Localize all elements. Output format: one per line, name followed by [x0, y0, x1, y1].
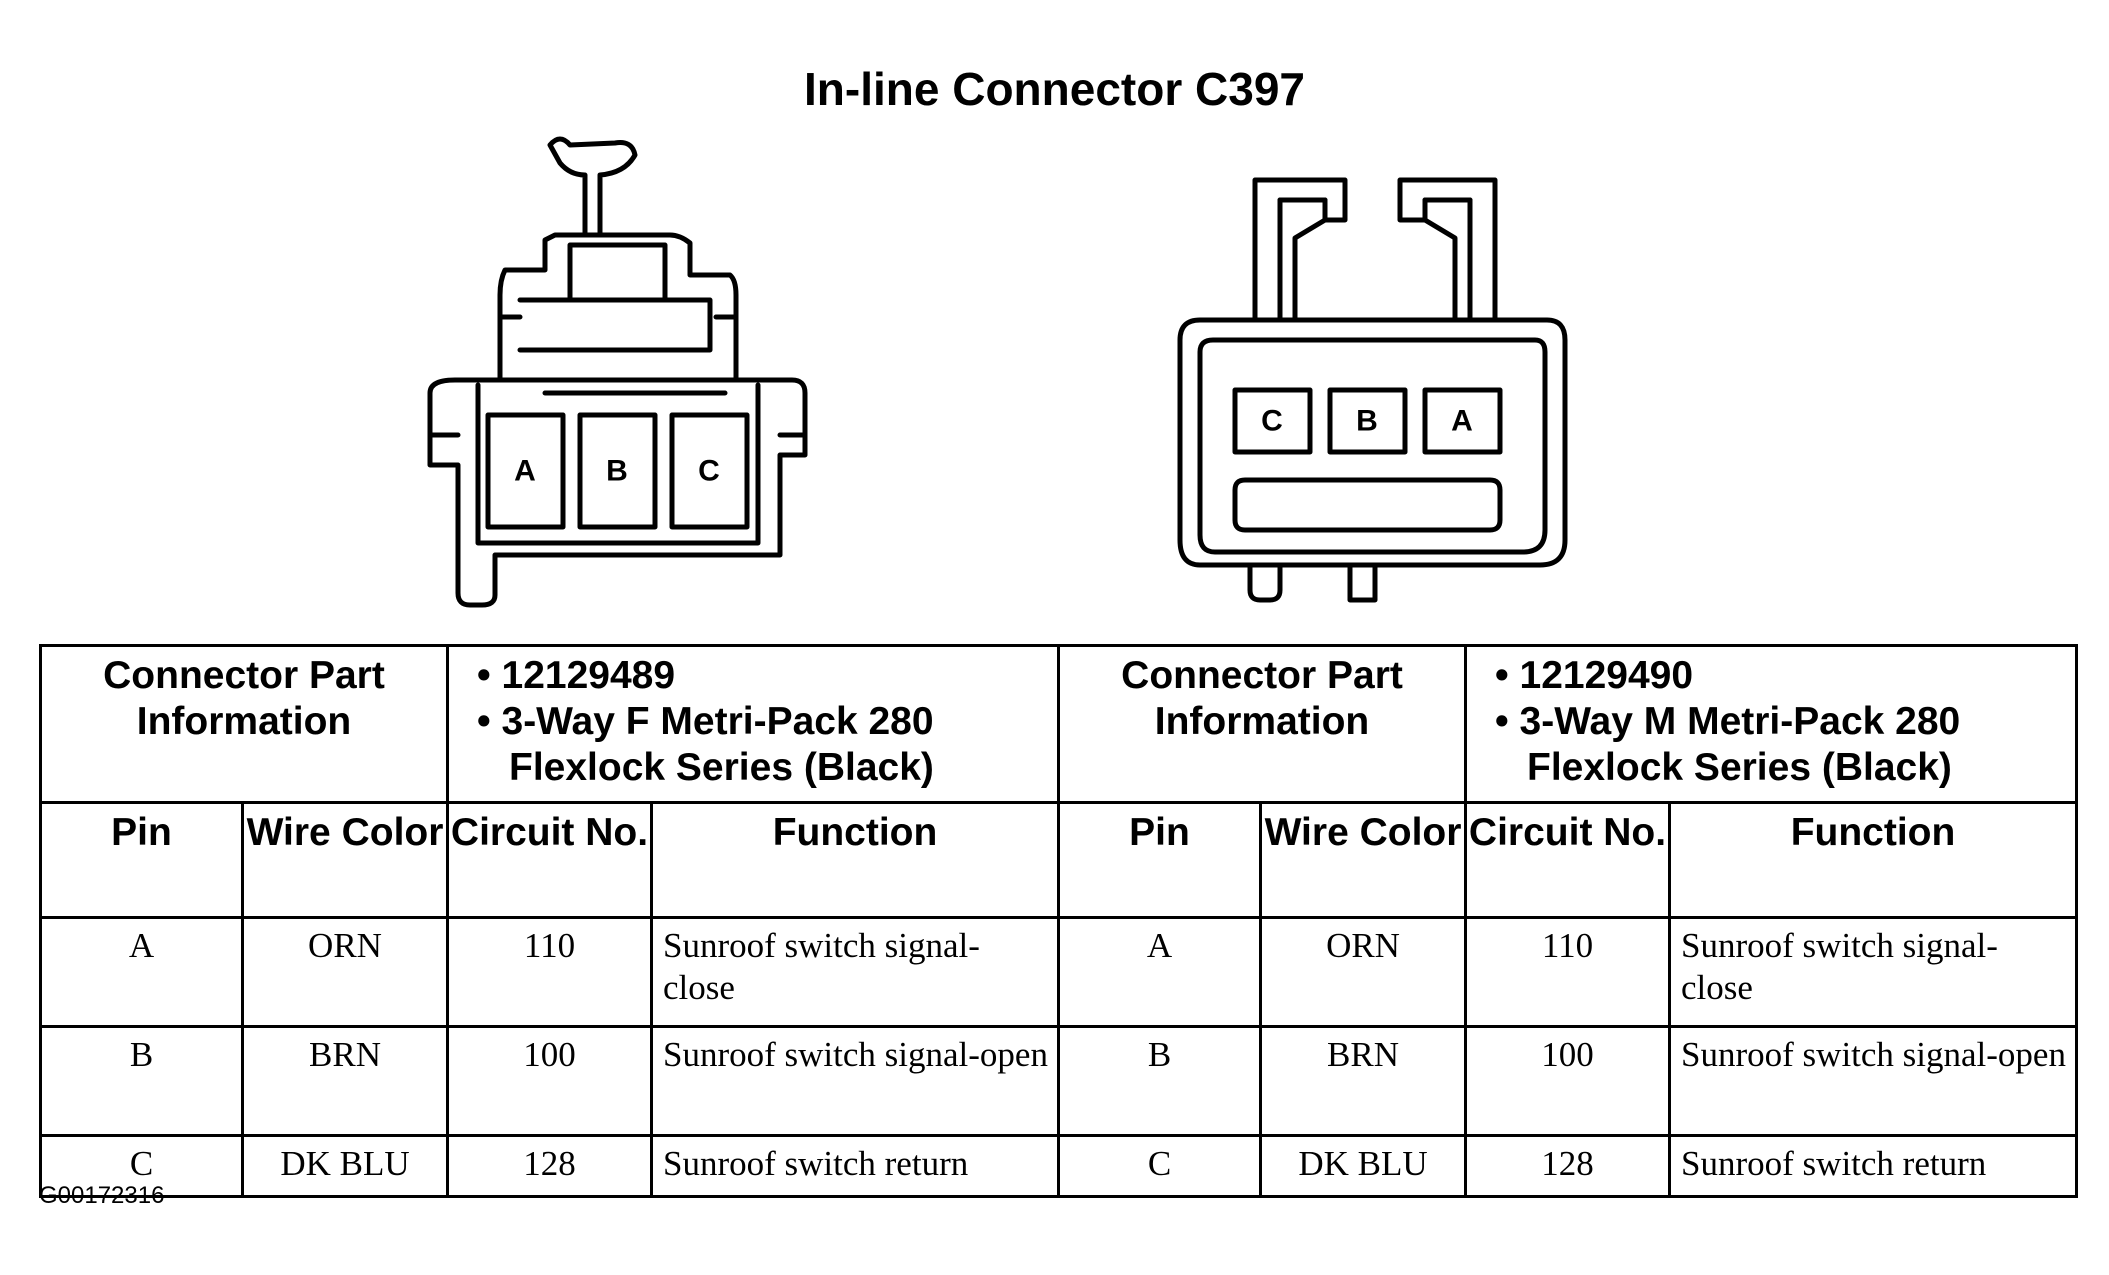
- part-number-right: 12129490: [1519, 654, 1694, 697]
- pin-cell: C: [39, 1134, 244, 1198]
- circuit-cell: 110: [446, 916, 653, 1028]
- lock-slot: [1232, 477, 1503, 533]
- diagram-title: In-line Connector C397: [804, 63, 1305, 115]
- part-info-header-left: Connector Part Information: [39, 644, 449, 804]
- function-cell: Sunroof switch signal-close: [1668, 916, 2079, 1028]
- left-connector-drawing: A B C: [427, 136, 808, 608]
- cavity-left-2: [577, 412, 658, 530]
- wire-color-cell: BRN: [1259, 1025, 1468, 1137]
- circuit-cell: 128: [1464, 1134, 1672, 1198]
- col-function-right: Function: [1668, 801, 2079, 919]
- function-cell: Sunroof switch signal-close: [649, 916, 1061, 1028]
- circuit-cell: 100: [1464, 1025, 1672, 1137]
- col-pin-right: Pin: [1057, 801, 1263, 919]
- cavity-left-1: [485, 412, 566, 530]
- wire-color-cell: DK BLU: [241, 1134, 449, 1198]
- function-cell: Sunroof switch return: [649, 1134, 1061, 1198]
- col-circuit-right: Circuit No.: [1464, 801, 1672, 919]
- col-wire-color-right: Wire Color: [1259, 801, 1468, 919]
- pin-cell: A: [39, 916, 244, 1028]
- cavity-label: A: [514, 455, 536, 488]
- col-wire-color-left: Wire Color: [241, 801, 449, 919]
- wire-color-cell: BRN: [241, 1025, 449, 1137]
- cavity-label: C: [698, 455, 720, 488]
- cavity-right-2: [1327, 387, 1408, 455]
- pin-cell: B: [1057, 1025, 1263, 1137]
- cavity-left-3: [669, 412, 750, 530]
- cavity-label: A: [1451, 405, 1473, 438]
- function-cell: Sunroof switch signal-open: [649, 1025, 1061, 1137]
- part-description-right: 3-Way M Metri-Pack 280 Flexlock Series (…: [1519, 700, 1961, 789]
- wire-color-cell: DK BLU: [1259, 1134, 1468, 1198]
- table-row: B BRN 100 Sunroof switch signal-open B B…: [39, 1025, 2079, 1137]
- bottom-tab: [1347, 562, 1378, 603]
- function-cell: Sunroof switch return: [1668, 1134, 2079, 1198]
- column-header-row: Pin Wire Color Circuit No. Function Pin …: [39, 801, 2079, 919]
- table-row: A ORN 110 Sunroof switch signal-close A …: [39, 916, 2079, 1028]
- circuit-cell: 110: [1464, 916, 1672, 1028]
- part-info-right: • 12129490 • 3-Way M Metri-Pack 280 Flex…: [1464, 644, 2079, 804]
- cavity-right-1: [1232, 387, 1313, 455]
- cavity-label: B: [606, 455, 628, 488]
- circuit-cell: 100: [446, 1025, 653, 1137]
- pin-cell: A: [1057, 916, 1263, 1028]
- circuit-cell: 128: [446, 1134, 653, 1198]
- part-info-header-right: Connector Part Information: [1057, 644, 1468, 804]
- wire-color-cell: ORN: [1259, 916, 1468, 1028]
- cavity-label: C: [1261, 405, 1283, 438]
- col-function-left: Function: [649, 801, 1061, 919]
- col-pin-left: Pin: [39, 801, 244, 919]
- function-cell: Sunroof switch signal-open: [1668, 1025, 2079, 1137]
- pinout-table: Connector Part Information • 12129489 • …: [39, 644, 2079, 1198]
- wire-color-cell: ORN: [241, 916, 449, 1028]
- bottom-tab: [1247, 562, 1283, 603]
- part-info-left: • 12129489 • 3-Way F Metri-Pack 280 Flex…: [445, 644, 1061, 804]
- cavity-right-3: [1422, 387, 1503, 455]
- right-connector-drawing: C B A: [1177, 177, 1568, 603]
- pin-cell: B: [39, 1025, 244, 1137]
- col-circuit-left: Circuit No.: [446, 801, 653, 919]
- pin-cell: C: [1057, 1134, 1263, 1198]
- cavity-label: B: [1356, 405, 1378, 438]
- part-number-left: 12129489: [501, 654, 676, 697]
- connector-shoulder: [497, 232, 739, 386]
- part-info-row: Connector Part Information • 12129489 • …: [39, 644, 2079, 804]
- part-description-left: 3-Way F Metri-Pack 280 Flexlock Series (…: [501, 700, 934, 789]
- table-row: C DK BLU 128 Sunroof switch return C DK …: [39, 1134, 2079, 1198]
- figure-id: G00172316: [39, 1182, 165, 1209]
- lock-tab: [547, 136, 638, 243]
